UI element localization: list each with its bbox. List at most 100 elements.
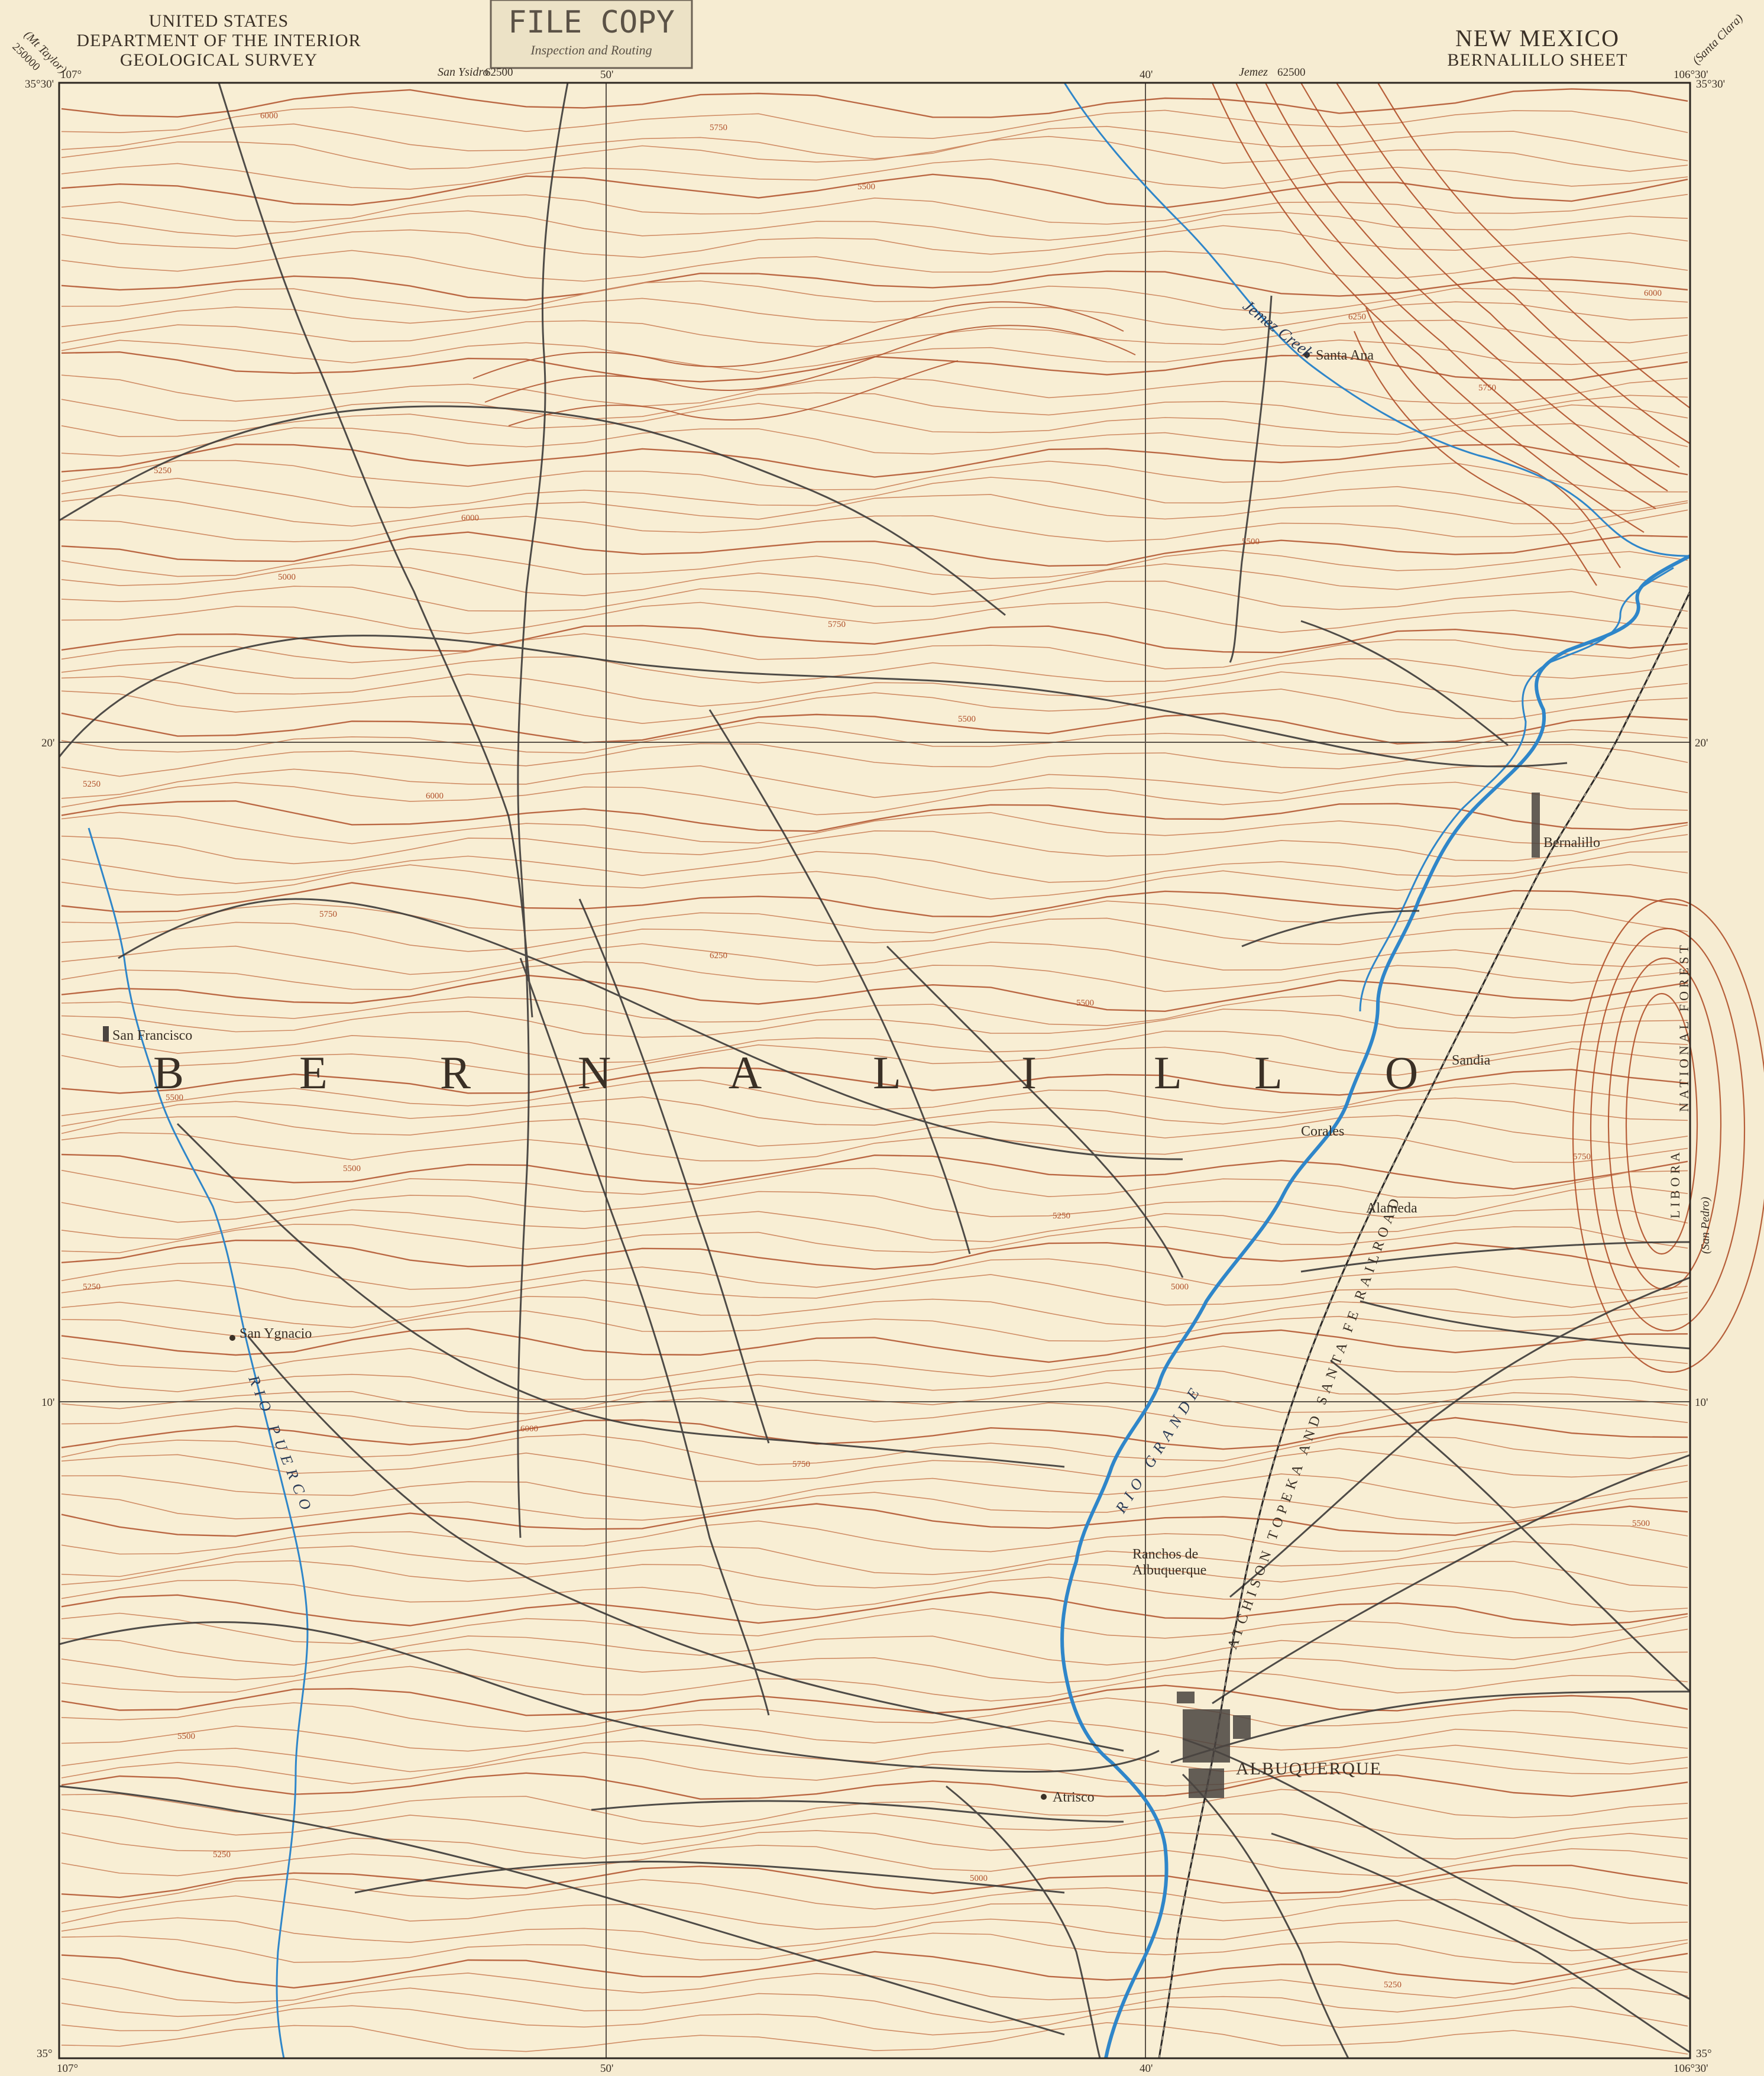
map-area	[59, 83, 1690, 2058]
contour-line	[61, 1917, 1688, 1952]
coord-tr-lat: 35°30'	[1696, 78, 1725, 90]
agency-line3: GEOLOGICAL SURVEY	[120, 50, 318, 70]
contour-line	[61, 1666, 1688, 1702]
county-letter: L	[873, 1047, 901, 1098]
place-sandia: Sandia	[1452, 1053, 1491, 1068]
contour-line	[61, 1186, 1688, 1223]
contour-line	[61, 1397, 1688, 1431]
contour-line	[61, 800, 1688, 832]
contour-line	[61, 123, 1688, 161]
contour-line	[61, 942, 1688, 975]
contour-line	[61, 1752, 1688, 1787]
county-letter: B	[153, 1047, 184, 1098]
contour-line	[61, 392, 1688, 422]
place-ranchos-1: Ranchos de	[1132, 1547, 1198, 1562]
elevation-label: 5000	[970, 1874, 988, 1883]
elevation-label: 5500	[343, 1164, 361, 1173]
contour-line	[61, 1968, 1688, 2004]
contour-line	[61, 1044, 1688, 1076]
contour-line	[61, 1541, 1688, 1577]
contour-line	[61, 270, 1688, 301]
elevation-label: 5500	[1632, 1519, 1650, 1528]
contour-line	[61, 1520, 1688, 1555]
place-ranchos-2: Albuquerque	[1132, 1563, 1206, 1578]
sheet-title: BERNALILLO SHEET	[1447, 50, 1627, 70]
contour-line	[61, 477, 1688, 512]
contour-line	[61, 460, 1688, 493]
contour-line	[61, 1492, 1688, 1524]
adjacent-san-pedro: (San Pedro)	[1699, 1197, 1712, 1254]
elevation-label: 5250	[1053, 1211, 1070, 1221]
contour-line	[61, 1987, 1688, 2023]
elevation-label: 5750	[319, 910, 337, 919]
rio-puerco	[88, 827, 309, 2059]
elevation-label: 5500	[177, 1732, 195, 1741]
county-letter: I	[1021, 1047, 1037, 1098]
contour-line	[61, 1132, 1688, 1163]
contour-line	[61, 1096, 1688, 1127]
coord-br-lat: 35°	[1696, 2048, 1712, 2060]
county-letter: A	[729, 1047, 762, 1098]
label-national-forest: NATIONAL FOREST	[1676, 942, 1691, 1112]
contour-line	[61, 1845, 1688, 1877]
contour-line	[61, 1864, 1688, 1899]
state-title: NEW MEXICO	[1455, 25, 1620, 51]
elevation-label: 5000	[278, 573, 296, 582]
contour-line	[61, 1153, 1688, 1190]
adjacent-jemez-scale: 62500	[1277, 66, 1306, 79]
elevation-label: 5750	[792, 1460, 810, 1469]
contour-line	[61, 1224, 1688, 1253]
place-albuquerque: ALBUQUERQUE	[1236, 1759, 1382, 1778]
contour-line	[61, 1434, 1688, 1466]
adjacent-jemez: Jemez	[1239, 66, 1268, 79]
elevation-label: 5500	[1242, 537, 1260, 547]
elevation-label: 6000	[461, 513, 479, 523]
place-san-francisco: San Francisco	[112, 1028, 192, 1043]
contour-line	[61, 961, 1688, 992]
contour-line	[61, 210, 1688, 241]
contour-line	[61, 1771, 1688, 1800]
contour-line	[61, 1417, 1688, 1450]
contour-line	[61, 563, 1688, 596]
elevation-label: 5250	[213, 1850, 231, 1860]
contour-line	[61, 1895, 1688, 1930]
contour-line	[61, 743, 1688, 777]
contour-line	[61, 1503, 1688, 1537]
stamp-subtitle: Inspection and Routing	[530, 43, 652, 57]
elevation-label: 5250	[1384, 1980, 1402, 1990]
contour-line	[61, 159, 1688, 190]
contour-line	[61, 580, 1688, 612]
elevation-label: 5750	[1573, 1152, 1591, 1162]
hill-se-sandia	[1572, 898, 1764, 1373]
contour-line	[61, 1296, 1688, 1328]
contour-line	[61, 106, 1688, 139]
contour-line	[61, 1877, 1688, 1913]
railroad	[1158, 591, 1691, 2059]
contour-line	[61, 864, 1688, 900]
contour-line	[61, 1789, 1688, 1828]
contour-line	[61, 374, 1688, 407]
elevation-label: 5500	[166, 1093, 183, 1102]
coord-tr-lon: 106°30'	[1674, 69, 1708, 81]
contour-line	[61, 633, 1688, 670]
contour-line	[61, 423, 1688, 457]
contour-lines	[61, 88, 1688, 2055]
contour-line	[61, 1684, 1688, 1716]
elevation-label: 5750	[1478, 383, 1496, 393]
contour-line	[61, 193, 1688, 225]
contour-line	[61, 1830, 1688, 1860]
adjacent-san-ysidro: San Ysidro	[438, 66, 489, 79]
contour-line	[61, 1720, 1688, 1752]
elevation-label: 6250	[710, 951, 727, 961]
hill-north-mesa	[472, 301, 1136, 426]
elevation-label: 5000	[1171, 1282, 1189, 1292]
place-alameda: Alameda	[1366, 1201, 1417, 1216]
coord-bottom-50: 50'	[600, 2062, 613, 2075]
coord-top-40: 40'	[1140, 69, 1153, 81]
contour-line	[61, 1608, 1688, 1644]
contour-line	[61, 625, 1688, 654]
contour-line	[61, 900, 1688, 933]
contour-line	[61, 298, 1688, 331]
